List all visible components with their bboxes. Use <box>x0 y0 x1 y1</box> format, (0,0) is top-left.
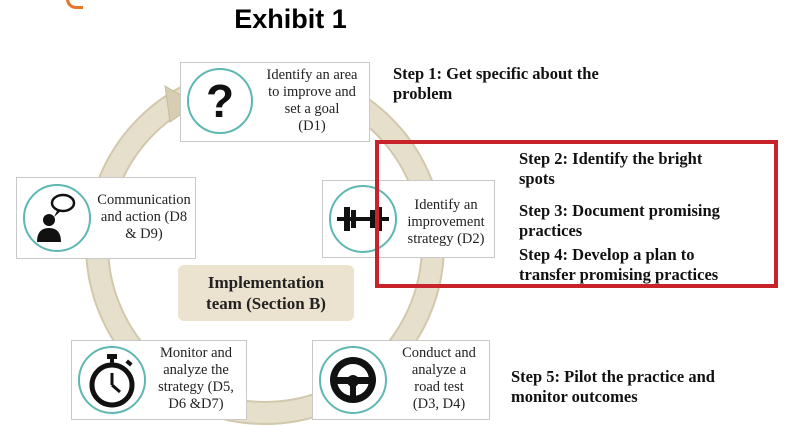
svg-text:?: ? <box>206 75 234 127</box>
node-d1: ? Identify an area to improve and set a … <box>180 62 370 142</box>
implementation-team-label: Implementation team (Section B) <box>178 265 354 321</box>
node-d1-line: to improve and <box>268 84 356 100</box>
stopwatch-icon <box>78 346 146 414</box>
node-d5-d7-line: D6 &D7) <box>168 396 224 412</box>
node-d2-line: Identify an <box>414 197 478 213</box>
node-d8-d9-line: & D9) <box>125 226 163 242</box>
node-d2-line: strategy (D2) <box>407 231 485 247</box>
node-d3-d4-line: analyze a <box>411 362 467 378</box>
step-1-line: Step 1: Get specific about the <box>393 64 599 83</box>
step-4-line: transfer promising practices <box>519 265 719 284</box>
node-d5-d7-line: analyze the <box>163 362 229 378</box>
page-title: Exhibit 1 <box>234 4 347 34</box>
step-5-line: monitor outcomes <box>511 387 638 406</box>
node-d8-d9: Communication and action (D8 & D9) <box>16 177 196 259</box>
node-d5-d7-line: Monitor and <box>159 345 233 361</box>
center-line: Implementation <box>207 273 325 292</box>
step-3-line: Step 3: Document promising <box>519 201 720 220</box>
node-d2: Identify an improvement strategy (D2) <box>322 180 495 258</box>
barbell-icon <box>329 185 397 253</box>
decorative-corner-mark <box>66 0 83 9</box>
step-1-line: problem <box>393 84 453 103</box>
node-d5-d7: Monitor and analyze the strategy (D5, D6… <box>71 340 247 420</box>
node-d2-line: improvement <box>407 214 485 230</box>
step-4: Step 4: Develop a plan to transfer promi… <box>519 245 718 285</box>
speech-person-icon <box>23 184 91 252</box>
step-5-line: Step 5: Pilot the practice and <box>511 367 715 386</box>
node-d5-d7-line: strategy (D5, <box>158 379 234 395</box>
step-3-line: practices <box>519 221 583 240</box>
center-line: team (Section B) <box>206 294 326 313</box>
step-3: Step 3: Document promising practices <box>519 201 720 241</box>
node-d3-d4-line: (D3, D4) <box>412 396 466 412</box>
node-d3-d4-line: road test <box>414 379 464 395</box>
step-2: Step 2: Identify the bright spots <box>519 149 702 189</box>
step-2-line: spots <box>519 169 555 188</box>
step-1: Step 1: Get specific about the problem <box>393 64 599 104</box>
steering-wheel-icon <box>319 346 387 414</box>
node-d8-d9-line: and action (D8 <box>100 209 188 225</box>
node-d1-line: (D1) <box>298 118 326 134</box>
highlight-box <box>375 140 778 288</box>
step-5: Step 5: Pilot the practice and monitor o… <box>511 367 715 407</box>
step-4-line: Step 4: Develop a plan to <box>519 245 695 264</box>
node-d1-line: Identify an area <box>266 67 358 83</box>
node-d3-d4: Conduct and analyze a road test (D3, D4) <box>312 340 490 420</box>
node-d1-line: set a goal <box>284 101 340 117</box>
node-d8-d9-line: Communication <box>97 192 191 208</box>
question-mark-icon: ? <box>187 68 253 134</box>
node-d3-d4-line: Conduct and <box>402 345 476 361</box>
step-2-line: Step 2: Identify the bright <box>519 149 703 168</box>
